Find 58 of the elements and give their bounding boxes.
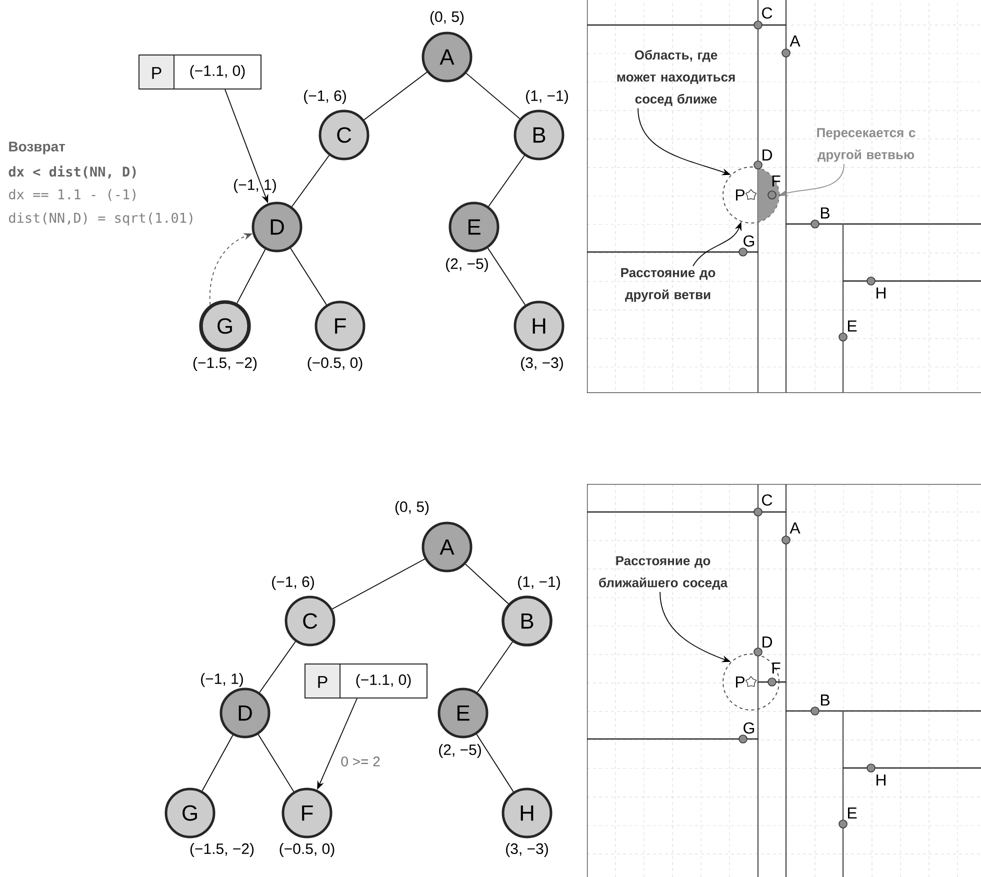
search-radius-circle: [722, 166, 780, 224]
point-label: E: [848, 320, 857, 332]
search-radius-circle: [722, 654, 780, 710]
point-label: B: [821, 208, 830, 218]
tree-edge: [202, 734, 234, 792]
coordinate-label: (2, −5): [446, 258, 488, 272]
annotation-text: Пересекается с другой ветвью: [817, 128, 916, 162]
tree-edge: [466, 72, 520, 120]
coordinate-label: (−0.5, 0): [280, 843, 334, 857]
coordinate-label: (−1.5, −2): [193, 357, 257, 371]
code-text: Возврат: [9, 142, 66, 154]
point-label: C: [762, 494, 772, 506]
point-label: B: [821, 694, 830, 706]
point-label: H: [876, 288, 886, 298]
tree-edge: [259, 641, 296, 693]
tree-edge: [488, 155, 525, 207]
point-label: H: [876, 774, 886, 786]
overlap-region: [758, 168, 780, 222]
tree-edge: [476, 734, 514, 792]
coordinate-label: (0, 5): [395, 501, 429, 515]
coordinate-label: (0, 5): [430, 11, 464, 25]
query-point-box: P (−1.1, 0): [304, 664, 428, 698]
coordinate-label: (3, −3): [521, 357, 563, 371]
coordinate-label: (−1, 6): [304, 90, 346, 104]
tree-edge: [487, 248, 526, 306]
point-label: A: [790, 522, 800, 534]
tree-edge: [258, 734, 294, 792]
coordinate-label: (3, −3): [506, 843, 548, 857]
point-label: G: [744, 235, 754, 247]
point-label: F: [772, 176, 780, 186]
coordinate-label: (1, −1): [526, 90, 568, 104]
coordinate-label: (1, −1): [518, 576, 560, 590]
coordinate-label: (−1, 1): [234, 179, 276, 193]
tree-edge: [364, 72, 428, 120]
tree-edge: [291, 154, 330, 208]
annotation-text: Область, где может находиться сосед ближе: [617, 50, 735, 106]
point-label: F: [772, 662, 780, 674]
coordinate-label: (−0.5, 0): [308, 357, 362, 371]
coordinate-label: (−1.5, −2): [190, 843, 254, 857]
annotation-text: Расстояние до ближайшего соседа: [599, 556, 728, 590]
edge-label: 0 >= 2: [340, 756, 382, 768]
coordinate-label: (−1, 1): [201, 673, 243, 687]
tree-edge: [465, 564, 509, 604]
coordinate-label: (−1, 6): [272, 576, 314, 590]
code-text: dx == 1.1 - (-1): [9, 188, 136, 202]
tree-edge: [236, 248, 266, 304]
query-point-box: P (−1.1, 0): [138, 54, 262, 90]
tree-edge: [476, 641, 513, 693]
point-label: A: [790, 36, 800, 46]
point-label: E: [848, 808, 857, 819]
point-label: C: [762, 7, 772, 19]
point-label: P: [736, 676, 744, 688]
annotation-text: Расстояние до другой ветви: [621, 268, 716, 302]
code-text: dx < dist(NN, D): [8, 166, 136, 178]
tree-edge: [332, 558, 426, 610]
tree-edge: [290, 248, 327, 306]
coordinate-label: (2, −5): [439, 744, 481, 758]
code-text: dist(NN,D) = sqrt(1.01): [9, 212, 192, 226]
